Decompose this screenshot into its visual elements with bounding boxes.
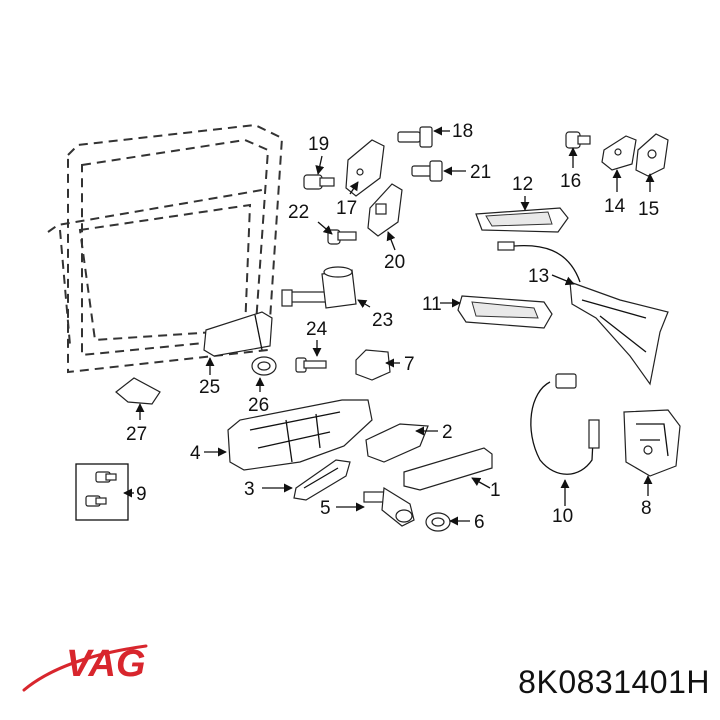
part-19-bolt: [303, 174, 335, 190]
part-number: 8K0831401H: [518, 664, 710, 700]
callout-7: 7: [404, 354, 415, 375]
callout-1: 1: [490, 480, 501, 501]
part-14-striker: [601, 135, 637, 171]
callout-5: 5: [320, 498, 331, 519]
svg-text:VAG: VAG: [66, 643, 146, 685]
callout-13: 13: [528, 266, 549, 287]
part-10-cable: [530, 373, 600, 475]
part-25-cover: [203, 311, 273, 357]
callout-17: 17: [336, 198, 357, 219]
callout-20: 20: [384, 252, 405, 273]
callout-11: 11: [422, 294, 442, 315]
part-20-bracket: [367, 183, 403, 237]
part-8-lock: [623, 409, 681, 477]
part-27-bracket: [115, 377, 161, 405]
part-4-carrier: [227, 399, 373, 471]
callout-26: 26: [248, 395, 269, 416]
part-6-grommet: [425, 512, 451, 532]
part-23-check-strap: [281, 266, 357, 309]
callout-12: 12: [512, 174, 533, 195]
part-26-grommet: [251, 356, 277, 376]
callout-16: 16: [560, 171, 581, 192]
part-3-gasket: [293, 459, 351, 501]
callout-3: 3: [244, 479, 255, 500]
part-16-bolt: [565, 131, 591, 149]
vag-logo: VAG: [22, 643, 148, 692]
callout-14: 14: [604, 196, 626, 217]
callout-10: 10: [552, 506, 573, 527]
callout-6: 6: [474, 512, 485, 533]
callout-22: 22: [288, 202, 309, 223]
part-1-exterior-handle: [403, 447, 493, 491]
part-22-bolt: [327, 229, 357, 245]
callout-leaders: [123, 126, 655, 526]
callout-19: 19: [308, 134, 329, 155]
callout-9: 9: [136, 484, 147, 505]
part-9-screws: [75, 463, 129, 521]
part-11-handle-bezel: [457, 295, 553, 329]
callout-18: 18: [452, 121, 473, 142]
callout-4: 4: [190, 443, 201, 464]
part-7-clip: [355, 349, 391, 381]
part-18-bolt: [397, 126, 433, 148]
callout-24: 24: [306, 319, 328, 340]
part-15-plate: [635, 133, 669, 177]
part-13-cable: [497, 241, 669, 386]
callout-15: 15: [638, 199, 659, 220]
callout-23: 23: [372, 310, 393, 331]
callout-27: 27: [126, 424, 147, 445]
part-21-bolt: [411, 160, 443, 182]
callout-2: 2: [442, 422, 453, 443]
door-outline: [47, 123, 284, 374]
callout-21: 21: [470, 162, 491, 183]
callout-25: 25: [199, 377, 220, 398]
part-17-bracket: [345, 139, 385, 197]
part-5-lock-cylinder: [363, 486, 415, 527]
part-24-pin: [295, 357, 327, 373]
part-2-cap: [365, 423, 429, 463]
callout-8: 8: [641, 498, 652, 519]
part-12-inner-handle: [475, 207, 569, 233]
